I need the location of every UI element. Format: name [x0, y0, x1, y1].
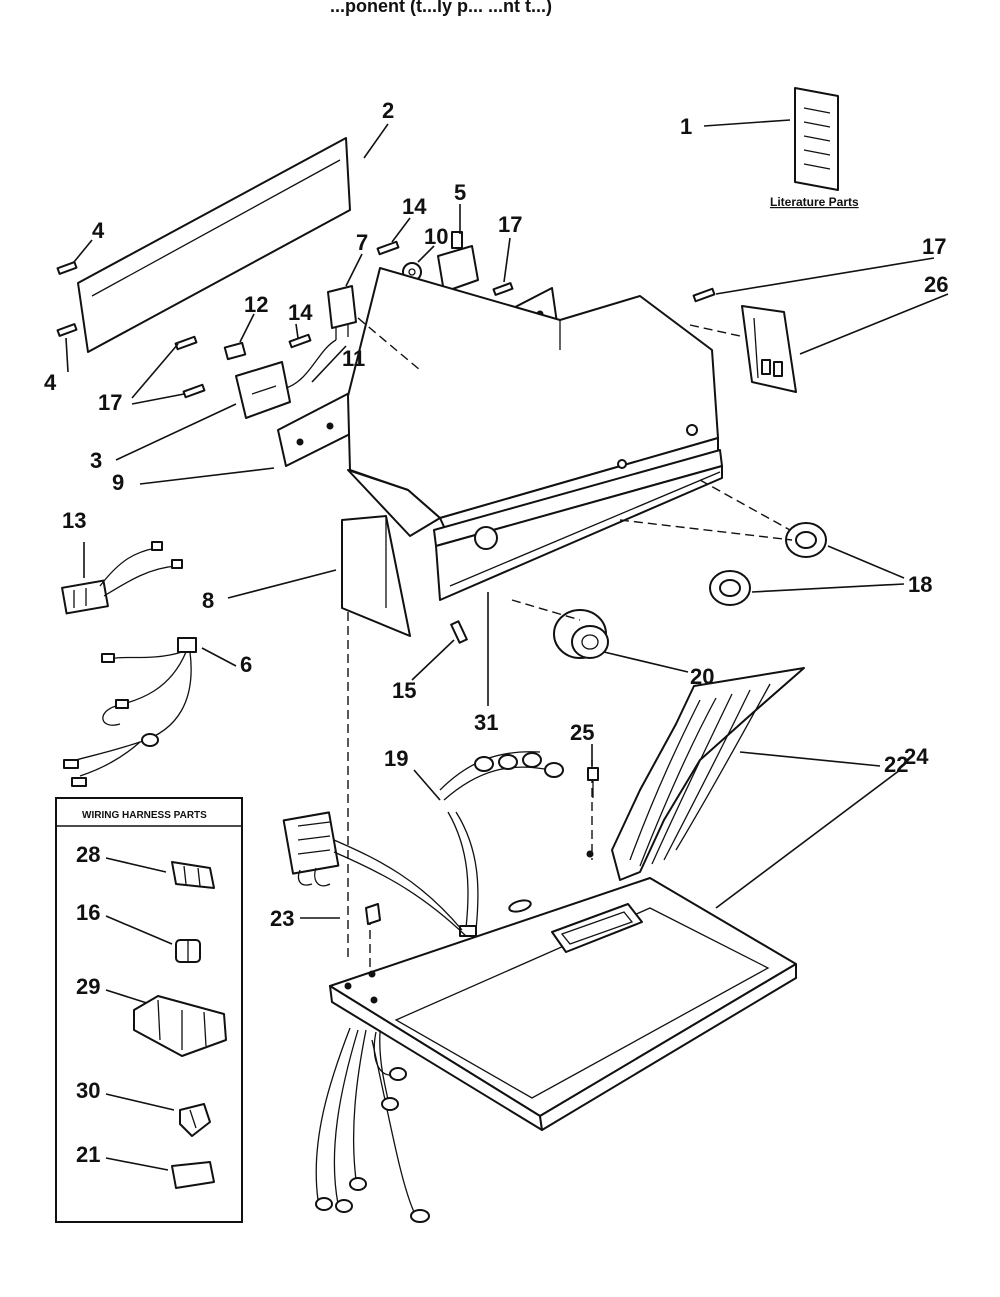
screw-15-icon — [450, 620, 468, 644]
callout-14-lower: 14 — [288, 300, 313, 325]
callout-18: 18 — [908, 572, 932, 597]
console-front-strip — [433, 449, 723, 601]
screw-14-lower-icon — [288, 333, 312, 349]
knob-18-lower-icon — [709, 570, 751, 606]
callout-14-top: 14 — [402, 194, 427, 219]
callout-2: 2 — [382, 98, 394, 123]
harness-19-icon — [439, 751, 564, 937]
harness-connectors-left-icon — [282, 811, 467, 937]
harness-item-number: 30 — [76, 1078, 100, 1103]
guide-lines — [347, 317, 793, 968]
hanging-wires-icon — [315, 1027, 430, 1223]
callout-9: 9 — [112, 470, 124, 495]
switch-3-icon — [235, 339, 337, 419]
callout-17-left: 17 — [98, 390, 122, 415]
callout-17-top: 17 — [498, 212, 522, 237]
header-text: ...ponent (t...ly p... ...nt t...) — [330, 0, 552, 16]
control-panel-back — [77, 137, 351, 353]
callout-15: 15 — [392, 678, 416, 703]
connector-29-icon — [133, 995, 227, 1057]
literature-booklet-icon — [794, 87, 839, 191]
callout-25: 25 — [570, 720, 594, 745]
callout-20: 20 — [690, 664, 714, 689]
callout-10: 10 — [424, 224, 448, 249]
knob-18-upper-icon — [785, 522, 827, 558]
harness-item-number: 16 — [76, 900, 100, 925]
switch-7-icon — [327, 285, 357, 340]
harness-item-number: 28 — [76, 842, 100, 867]
callout-23: 23 — [270, 906, 294, 931]
connector-21-icon — [171, 1161, 215, 1189]
timer-5-icon — [437, 231, 479, 293]
callout-1: 1 — [680, 114, 692, 139]
connector-16-icon — [175, 939, 201, 963]
harness-box-title: WIRING HARNESS PARTS — [82, 810, 207, 821]
connector-28-icon — [171, 861, 215, 889]
screw-17-top-icon — [492, 282, 514, 296]
clip-12-icon — [223, 341, 247, 361]
callout-24: 24 — [904, 744, 929, 769]
callout-19: 19 — [384, 746, 408, 771]
screw-17-right-icon — [692, 287, 716, 303]
screw-17-left-a-icon — [174, 335, 198, 351]
screw-25-icon — [587, 767, 599, 798]
harness-6-icon — [63, 637, 197, 787]
connector-30-icon — [179, 1103, 211, 1137]
callout-12: 12 — [244, 292, 268, 317]
callout-22: 22 — [884, 752, 908, 777]
callout-26: 26 — [924, 272, 948, 297]
fastener-23-icon — [365, 903, 381, 925]
callout-13: 13 — [62, 508, 86, 533]
callout-4-bottom: 4 — [44, 370, 57, 395]
end-cap-26 — [741, 305, 797, 393]
knob-20-icon — [553, 609, 609, 659]
callout-6: 6 — [240, 652, 252, 677]
callout-8: 8 — [202, 588, 214, 613]
screw-4-top-icon — [56, 261, 78, 275]
screw-14-top-icon — [376, 240, 400, 256]
callout-31: 31 — [474, 710, 498, 735]
callout-11: 11 — [342, 346, 365, 371]
harness-13-icon — [61, 541, 183, 615]
callout-5: 5 — [454, 180, 466, 205]
top-panel-base — [329, 850, 797, 1131]
harness-22-icon — [611, 667, 805, 881]
callout-17-right: 17 — [922, 234, 946, 259]
leader-lines — [65, 119, 949, 919]
screw-17-left-b-icon — [182, 383, 206, 399]
callout-7: 7 — [356, 230, 368, 255]
callout-3: 3 — [90, 448, 102, 473]
harness-item-number: 21 — [76, 1142, 100, 1167]
literature-label: Literature Parts — [770, 195, 859, 209]
end-cap-8 — [341, 515, 411, 637]
callout-4-top: 4 — [92, 218, 105, 243]
screw-4-bottom-icon — [56, 323, 78, 337]
harness-item-number: 29 — [76, 974, 100, 999]
